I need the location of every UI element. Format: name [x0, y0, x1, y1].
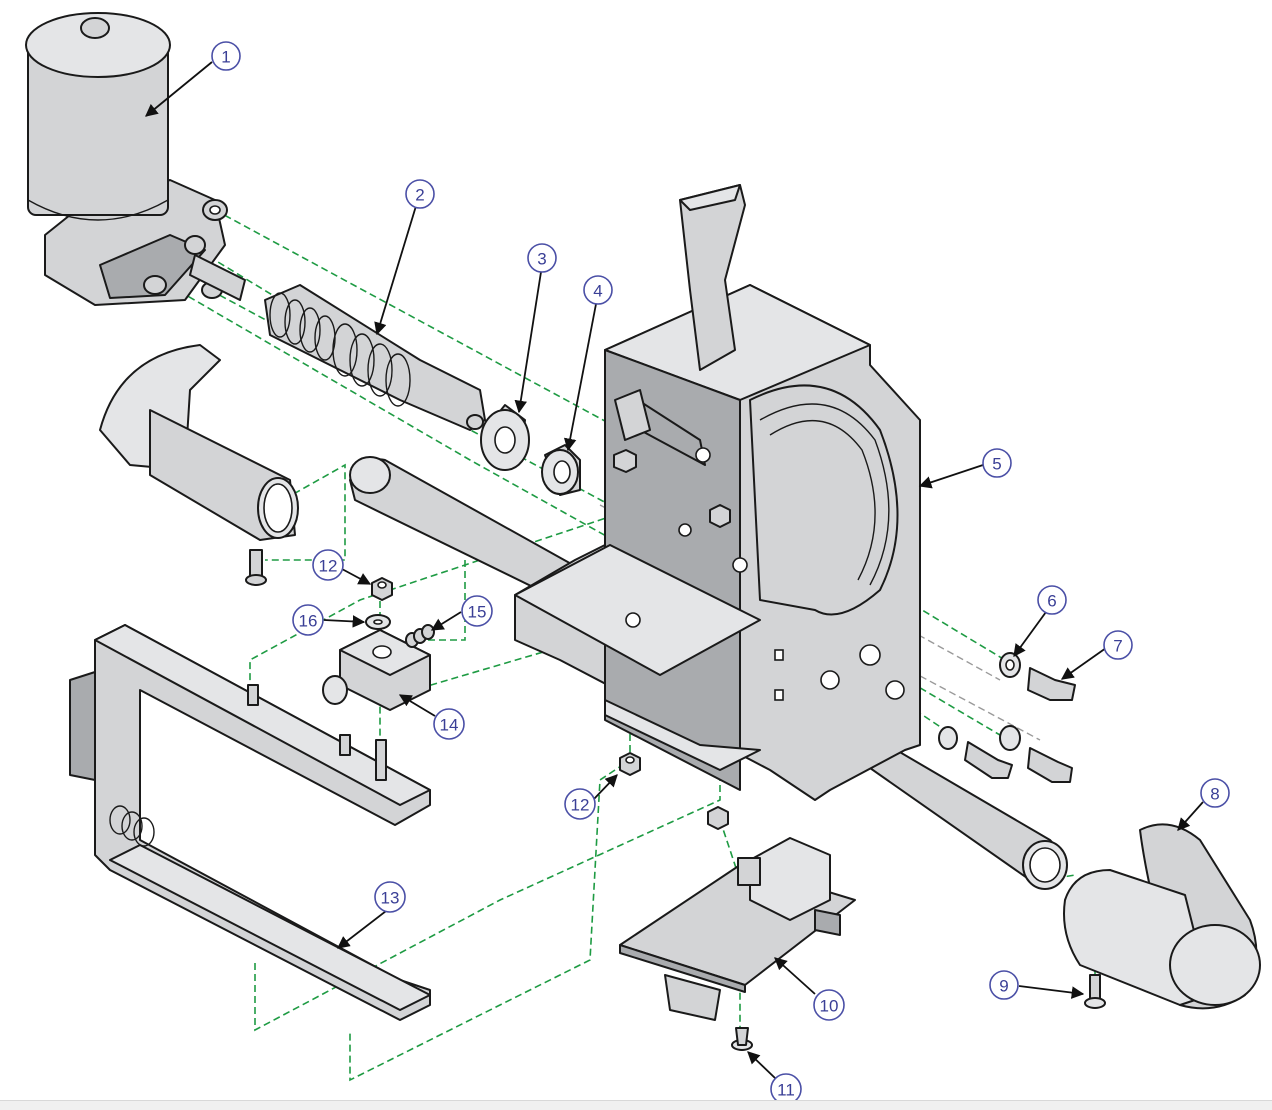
- callout-4-label: 4: [593, 282, 602, 301]
- spring: [405, 624, 435, 648]
- screw: [731, 1027, 753, 1051]
- callout-11-label: 11: [777, 1081, 795, 1100]
- main-housing: [514, 184, 921, 801]
- callout-13: 13: [374, 881, 406, 913]
- callout-6: 6: [1037, 585, 1067, 615]
- callout-8-label: 8: [1210, 785, 1219, 804]
- bracket-frame: [69, 624, 431, 1021]
- callout-12-upper-label: 12: [319, 557, 338, 576]
- bushing: [541, 444, 581, 496]
- callout-9-label: 9: [999, 977, 1008, 996]
- callout-7-label: 7: [1113, 637, 1122, 656]
- callout-16: 16: [292, 604, 324, 636]
- callout-4: 4: [583, 275, 613, 305]
- callout-12-lower: 12: [564, 788, 596, 820]
- small-washer: [365, 614, 391, 630]
- callout-5-label: 5: [992, 455, 1001, 474]
- callout-14-label: 14: [440, 716, 459, 735]
- callout-3: 3: [527, 243, 557, 273]
- bearing: [480, 404, 530, 471]
- callout-7: 7: [1103, 630, 1133, 660]
- motor-assembly: [25, 12, 246, 306]
- callout-3-label: 3: [537, 250, 546, 269]
- washers-and-bolts: [938, 652, 1076, 783]
- callout-8: 8: [1200, 778, 1230, 808]
- pin: [1084, 974, 1106, 1009]
- callout-10-label: 10: [820, 997, 839, 1016]
- callout-1: 1: [211, 41, 241, 71]
- leader-lines: [145, 61, 1204, 1079]
- crank-handle: [1063, 823, 1261, 1010]
- end-cap-tube: [99, 344, 299, 586]
- callout-12-lower-label: 12: [571, 796, 590, 815]
- callout-13-label: 13: [381, 889, 400, 908]
- callout-12-upper: 12: [312, 549, 344, 581]
- callout-11: 11: [770, 1073, 802, 1105]
- callout-16-label: 16: [299, 612, 318, 631]
- callout-15: 15: [461, 595, 493, 627]
- callout-15-label: 15: [468, 603, 487, 622]
- callout-2: 2: [405, 179, 435, 209]
- callout-10: 10: [813, 989, 845, 1021]
- switch-block: [322, 629, 431, 711]
- callout-6-label: 6: [1047, 592, 1056, 611]
- callout-14: 14: [433, 708, 465, 740]
- circuit-board: [619, 837, 856, 1021]
- long-shaft: [349, 456, 1068, 890]
- callout-2-label: 2: [415, 186, 424, 205]
- callout-1-label: 1: [221, 48, 230, 67]
- callout-9: 9: [989, 970, 1019, 1000]
- worm-shaft: [264, 284, 486, 431]
- callout-5: 5: [982, 448, 1012, 478]
- window-bottom-edge: [0, 1100, 1272, 1110]
- nuts: [371, 449, 731, 830]
